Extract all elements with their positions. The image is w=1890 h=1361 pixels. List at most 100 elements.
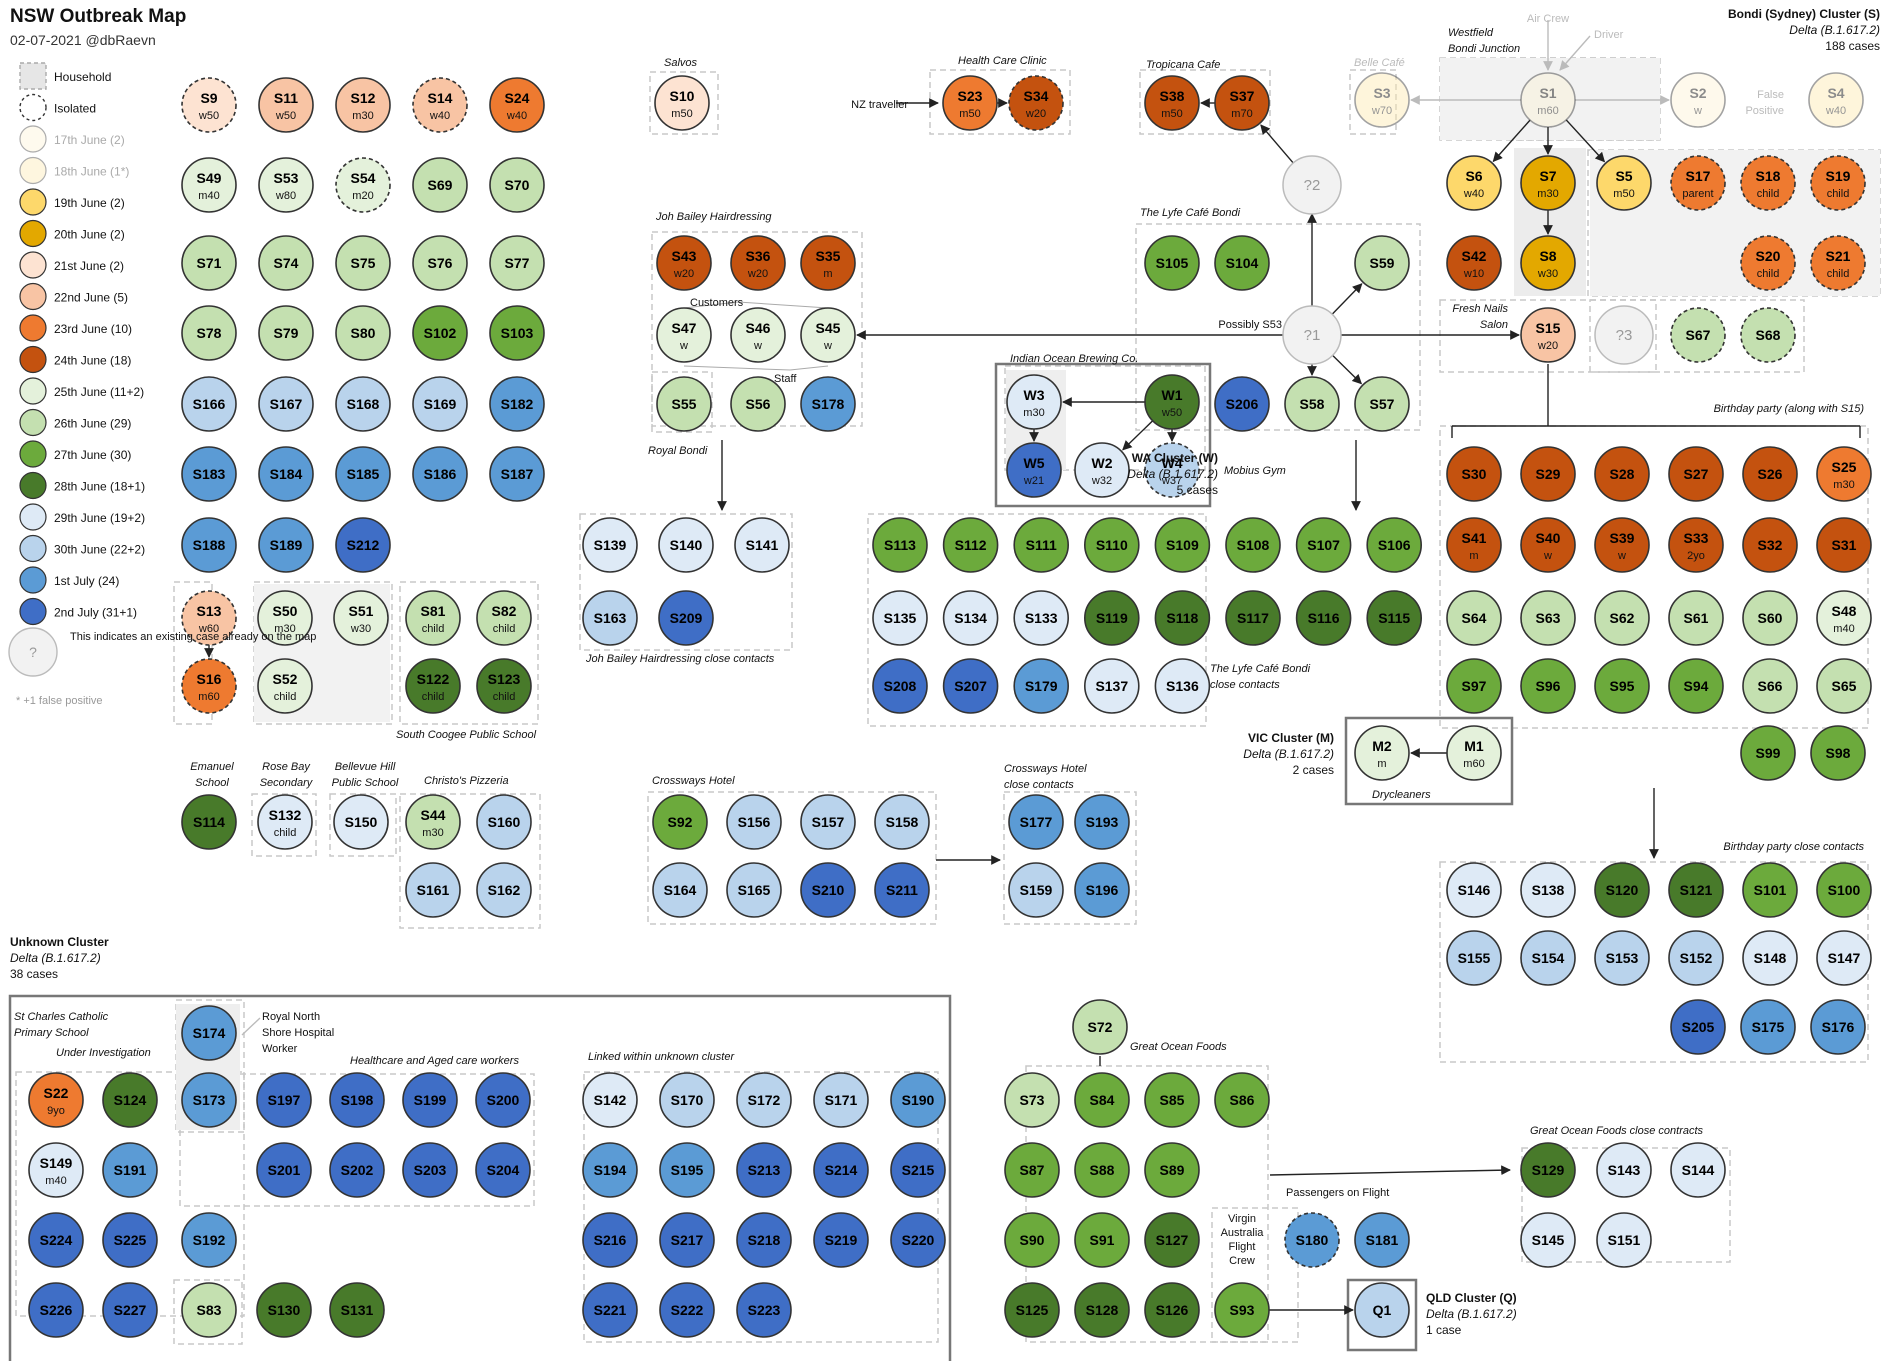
annotation-label: Salon [1480, 319, 1508, 331]
case-id: S33 [1684, 530, 1709, 546]
case-S89: S89 [1144, 1142, 1200, 1198]
cluster-count: 1 case [1426, 1323, 1462, 1337]
case-id: S190 [902, 1092, 935, 1108]
case-S160: S160 [476, 794, 532, 850]
case-id: S170 [671, 1092, 704, 1108]
case-S113: S113 [872, 517, 928, 573]
case-id: S89 [1160, 1162, 1185, 1178]
case-detail: child [493, 691, 516, 703]
case-id: S125 [1016, 1302, 1049, 1318]
case-id: ?1 [1304, 327, 1321, 344]
case-id: S95 [1610, 678, 1635, 694]
case-id: S43 [672, 248, 697, 264]
annotation-label: The Lyfe Café Bondi [1210, 663, 1311, 675]
case-S72: S72 [1072, 999, 1128, 1055]
case-detail: w60 [198, 623, 219, 635]
annotation-label: Flight [1229, 1241, 1256, 1253]
case-detail: m [823, 268, 832, 280]
connections [204, 20, 1861, 1315]
svg-text:?: ? [29, 644, 37, 660]
case-detail: w [1617, 550, 1626, 562]
case-S114: S114 [181, 794, 237, 850]
case-S96: S96 [1520, 658, 1576, 714]
case-S164: S164 [652, 862, 708, 918]
case-id: S162 [488, 882, 521, 898]
case-id: S150 [345, 814, 378, 830]
case-S125: S125 [1004, 1282, 1060, 1338]
case-id: S10 [670, 88, 695, 104]
case-S180: S180 [1284, 1212, 1340, 1268]
case-id: S164 [664, 882, 697, 898]
case-id: S64 [1462, 610, 1487, 626]
annotation-label: Healthcare and Aged care workers [350, 1055, 519, 1067]
case-id: S194 [594, 1162, 627, 1178]
case-S187: S187 [489, 446, 545, 502]
cluster-variant: Delta (B.1.617.2) [1243, 747, 1334, 761]
case-S26: S26 [1742, 446, 1798, 502]
case-id: S126 [1156, 1302, 1189, 1318]
case-id: S203 [414, 1162, 447, 1178]
case-id: S128 [1086, 1302, 1119, 1318]
case-detail: w [679, 340, 688, 352]
case-S138: S138 [1520, 862, 1576, 918]
case-detail: m [1377, 758, 1386, 770]
case-id: S70 [505, 177, 530, 193]
case-id: S45 [816, 320, 841, 336]
case-id: S176 [1822, 1019, 1855, 1035]
case-id: S46 [746, 320, 771, 336]
case-S194: S194 [582, 1142, 638, 1198]
case-S108: S108 [1225, 517, 1281, 573]
case-id: S159 [1020, 882, 1053, 898]
case-S127: S127 [1144, 1212, 1200, 1268]
case-S101: S101 [1742, 862, 1798, 918]
case-S126: S126 [1144, 1282, 1200, 1338]
legend-item: 1st July (24) [54, 574, 119, 588]
case-S90: S90 [1004, 1212, 1060, 1268]
annotation-label: Possibly S53 [1218, 319, 1282, 331]
case-id: S14 [428, 90, 453, 106]
case-detail: m [1469, 550, 1478, 562]
case-id: S154 [1532, 950, 1565, 966]
case-S201: S201 [256, 1142, 312, 1198]
case-detail: w30 [350, 623, 371, 635]
case-id: S209 [670, 610, 703, 626]
legend-item: 19th June (2) [54, 196, 125, 210]
annotation-label: Primary School [14, 1027, 89, 1039]
case-S186: S186 [412, 446, 468, 502]
annotation-label: Emanuel [190, 761, 234, 773]
case-id: S197 [268, 1092, 301, 1108]
case-id: S142 [594, 1092, 627, 1108]
case-id: S214 [825, 1162, 858, 1178]
case-detail: 2yo [1687, 550, 1705, 562]
case-id: S49 [197, 170, 222, 186]
case-id: S6 [1465, 168, 1482, 184]
case-detail: m60 [1537, 105, 1558, 117]
case-id: S181 [1366, 1232, 1399, 1248]
case-id: S66 [1758, 678, 1783, 694]
annotation-label: close contacts [1210, 679, 1280, 691]
annotation-label: Belle Café [1354, 57, 1405, 69]
case-id: S193 [1086, 814, 1119, 830]
case-detail: m60 [1463, 758, 1484, 770]
case-S104: S104 [1214, 235, 1270, 291]
case-detail: w80 [275, 190, 296, 202]
case-id: S158 [886, 814, 919, 830]
case-id: S172 [748, 1092, 781, 1108]
case-S220: S220 [890, 1212, 946, 1268]
case-S225: S225 [102, 1212, 158, 1268]
case-S178: S178 [800, 376, 856, 432]
case-S69: S69 [412, 157, 468, 213]
case-S107: S107 [1295, 517, 1352, 573]
case-detail: child [1757, 188, 1780, 200]
